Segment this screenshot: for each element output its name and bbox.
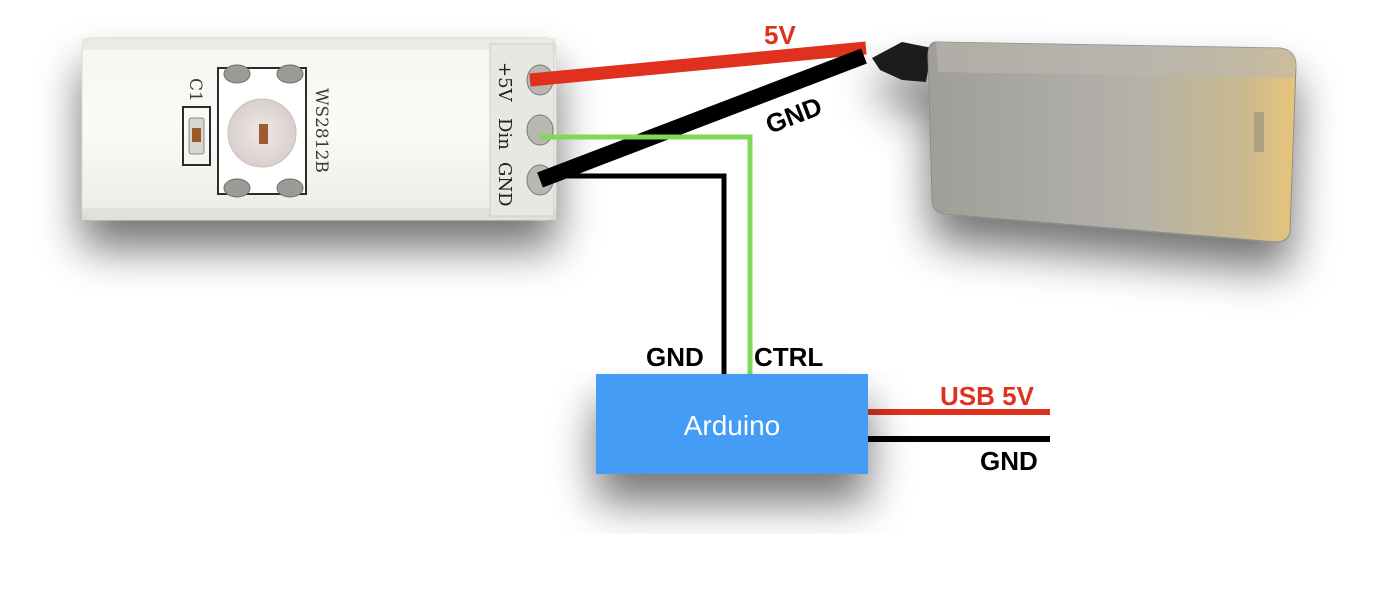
label-ctrl: CTRL: [754, 342, 823, 372]
pin-label-din: Din: [494, 118, 515, 150]
pin-label-gnd: GND: [494, 162, 515, 207]
led-chip: WS2812B: [217, 64, 331, 198]
wire-ctrl: [540, 134, 753, 376]
label-arduino-gnd: GND: [646, 342, 704, 372]
wire-ground-arduino: [546, 173, 727, 376]
wire-power-5v: [529, 41, 867, 87]
pin-label-5v: +5V: [494, 62, 515, 103]
wires: [529, 41, 1050, 442]
power-bank-icon: [872, 41, 1297, 243]
label-usb-5v: USB 5V: [940, 381, 1035, 411]
capacitor-c1: C1: [182, 78, 211, 166]
pad-din: [526, 114, 554, 146]
wire-ground-battery: [537, 48, 867, 188]
capacitor-label: C1: [185, 78, 205, 102]
arduino-label: Arduino: [684, 410, 781, 441]
label-usb-gnd: GND: [980, 446, 1038, 476]
label-power-5v: 5V: [764, 20, 796, 50]
chip-label: WS2812B: [311, 88, 331, 173]
arduino-board: [596, 374, 868, 474]
